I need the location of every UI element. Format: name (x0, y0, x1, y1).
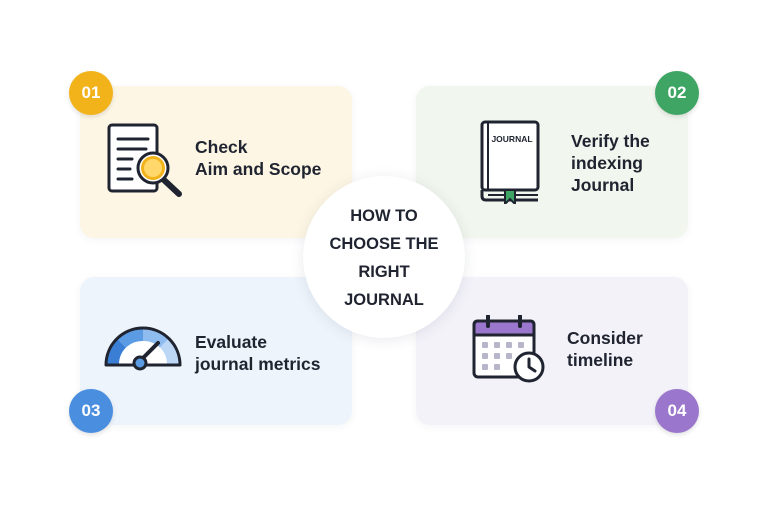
center-title-line: JOURNAL (344, 291, 424, 309)
document-magnifier-icon (107, 123, 182, 197)
step-label-line: timeline (567, 350, 634, 370)
step-label-line: Aim and Scope (195, 159, 322, 179)
step-label-line: Check (195, 137, 248, 157)
step-card-indexing: JOURNAL Verify the indexing Journal (416, 86, 688, 238)
step-number-badge: 04 (655, 389, 699, 433)
journal-book-label: JOURNAL (491, 134, 532, 144)
center-title-line: RIGHT (358, 263, 410, 281)
center-title-line: HOW TO (350, 207, 418, 225)
step-number-badge: 02 (655, 71, 699, 115)
step-label: Consider timeline (567, 327, 643, 371)
step-card-metrics: Evaluate journal metrics (80, 277, 352, 425)
step-label-line: indexing (571, 153, 643, 173)
gauge-icon (104, 326, 182, 371)
step-label-line: journal metrics (195, 354, 321, 374)
step-label: Check Aim and Scope (195, 136, 321, 180)
step-card-timeline: Consider timeline (416, 277, 688, 425)
center-title: HOW TO CHOOSE THE RIGHT JOURNAL (303, 202, 465, 314)
calendar-clock-icon (472, 315, 545, 383)
step-number-badge: 03 (69, 389, 113, 433)
step-label: Evaluate journal metrics (195, 331, 320, 375)
step-card-aim-scope: Check Aim and Scope (80, 86, 352, 238)
center-title-circle: HOW TO CHOOSE THE RIGHT JOURNAL (303, 176, 465, 338)
journal-book-icon: JOURNAL (480, 120, 540, 204)
step-label-line: Consider (567, 328, 643, 348)
center-title-line: CHOOSE THE (329, 235, 439, 253)
step-label-line: Verify the (571, 131, 650, 151)
step-number-badge: 01 (69, 71, 113, 115)
step-label-line: Evaluate (195, 332, 267, 352)
step-label: Verify the indexing Journal (571, 130, 650, 196)
step-label-line: Journal (571, 175, 635, 195)
